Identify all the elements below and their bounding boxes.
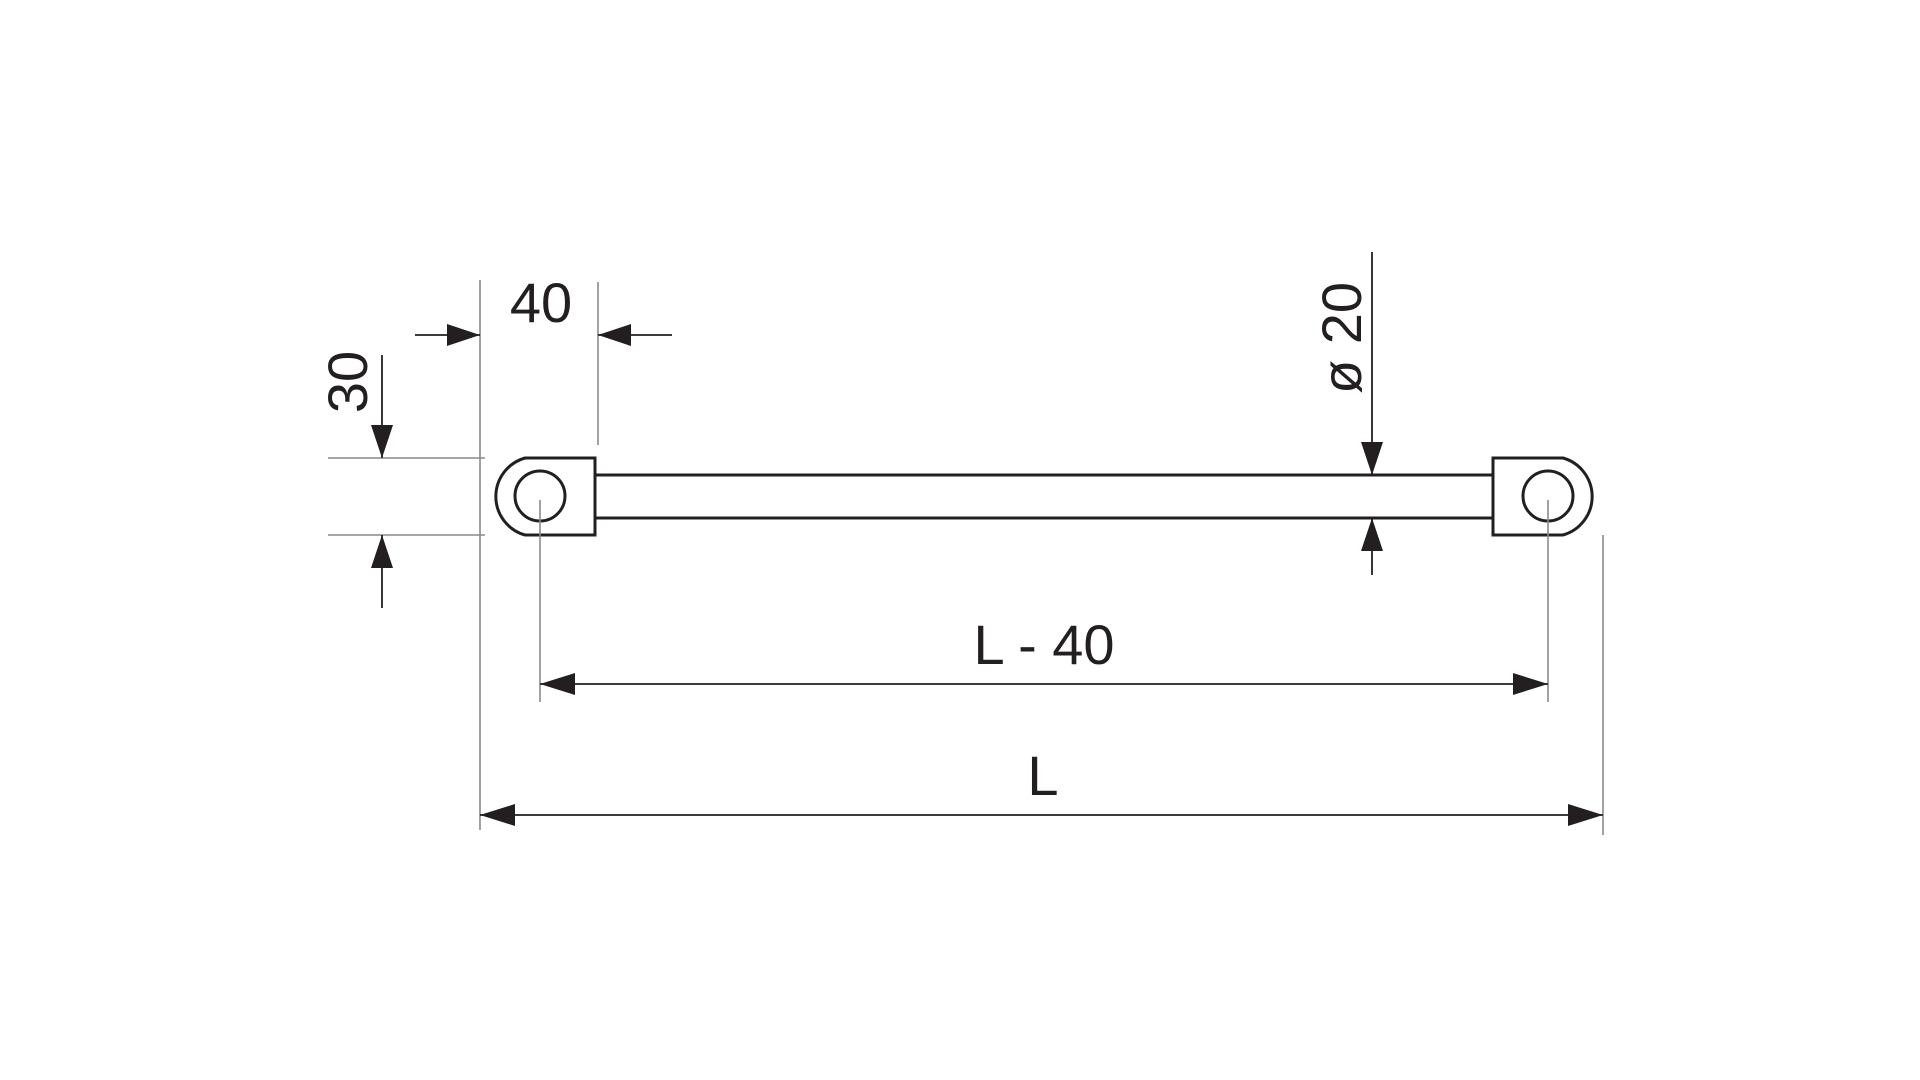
- arrow-center-distance-left: [540, 673, 575, 695]
- arrow-overall-length-left: [480, 804, 515, 826]
- dimension-rod-diameter: ø 20: [1310, 252, 1383, 575]
- arrow-eye-height-bottom: [371, 535, 393, 568]
- dimension-eye-offset: 40: [415, 271, 672, 346]
- arrow-rod-diameter-bottom: [1361, 518, 1383, 551]
- arrow-eye-offset-right: [598, 324, 631, 346]
- label-center-distance: L - 40: [973, 613, 1114, 676]
- dimension-center-distance: L - 40: [540, 613, 1548, 695]
- arrow-eye-height-top: [371, 425, 393, 458]
- dimension-overall-length: L: [480, 744, 1603, 826]
- rod: [593, 473, 1495, 520]
- rod-assembly: [494, 456, 1594, 537]
- label-eye-offset: 40: [510, 271, 572, 334]
- label-overall-length: L: [1027, 744, 1058, 807]
- arrow-center-distance-right: [1513, 673, 1548, 695]
- arrow-overall-length-right: [1568, 804, 1603, 826]
- label-rod-diameter: ø 20: [1310, 282, 1373, 394]
- extension-lines: [328, 280, 1604, 835]
- dimension-eye-height: 30: [316, 351, 393, 608]
- label-eye-height: 30: [316, 351, 379, 413]
- arrow-rod-diameter-top: [1361, 442, 1383, 475]
- arrow-eye-offset-left: [447, 324, 480, 346]
